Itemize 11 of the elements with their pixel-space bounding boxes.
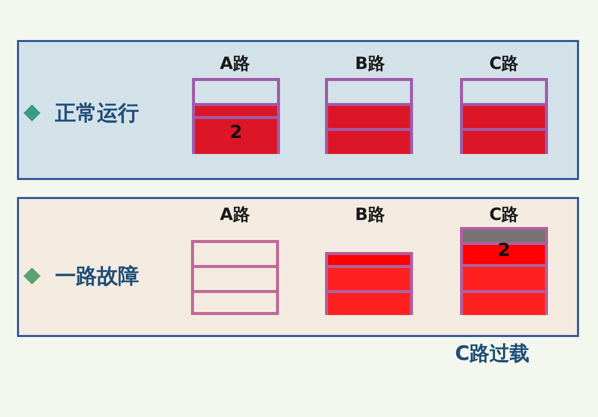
panel-title: 一路故障 bbox=[55, 263, 139, 290]
value-number: 2 bbox=[228, 124, 244, 142]
column-heading: B路 bbox=[354, 204, 386, 226]
overload-note: C路过载 bbox=[455, 340, 530, 367]
column-heading: B路 bbox=[354, 53, 386, 75]
column-heading: A路 bbox=[218, 53, 252, 75]
panel-title: 正常运行 bbox=[55, 100, 139, 127]
column-heading: A路 bbox=[218, 204, 252, 226]
value-number: 2 bbox=[496, 242, 512, 260]
column-heading: C路 bbox=[488, 204, 520, 226]
column-heading: C路 bbox=[488, 53, 520, 75]
